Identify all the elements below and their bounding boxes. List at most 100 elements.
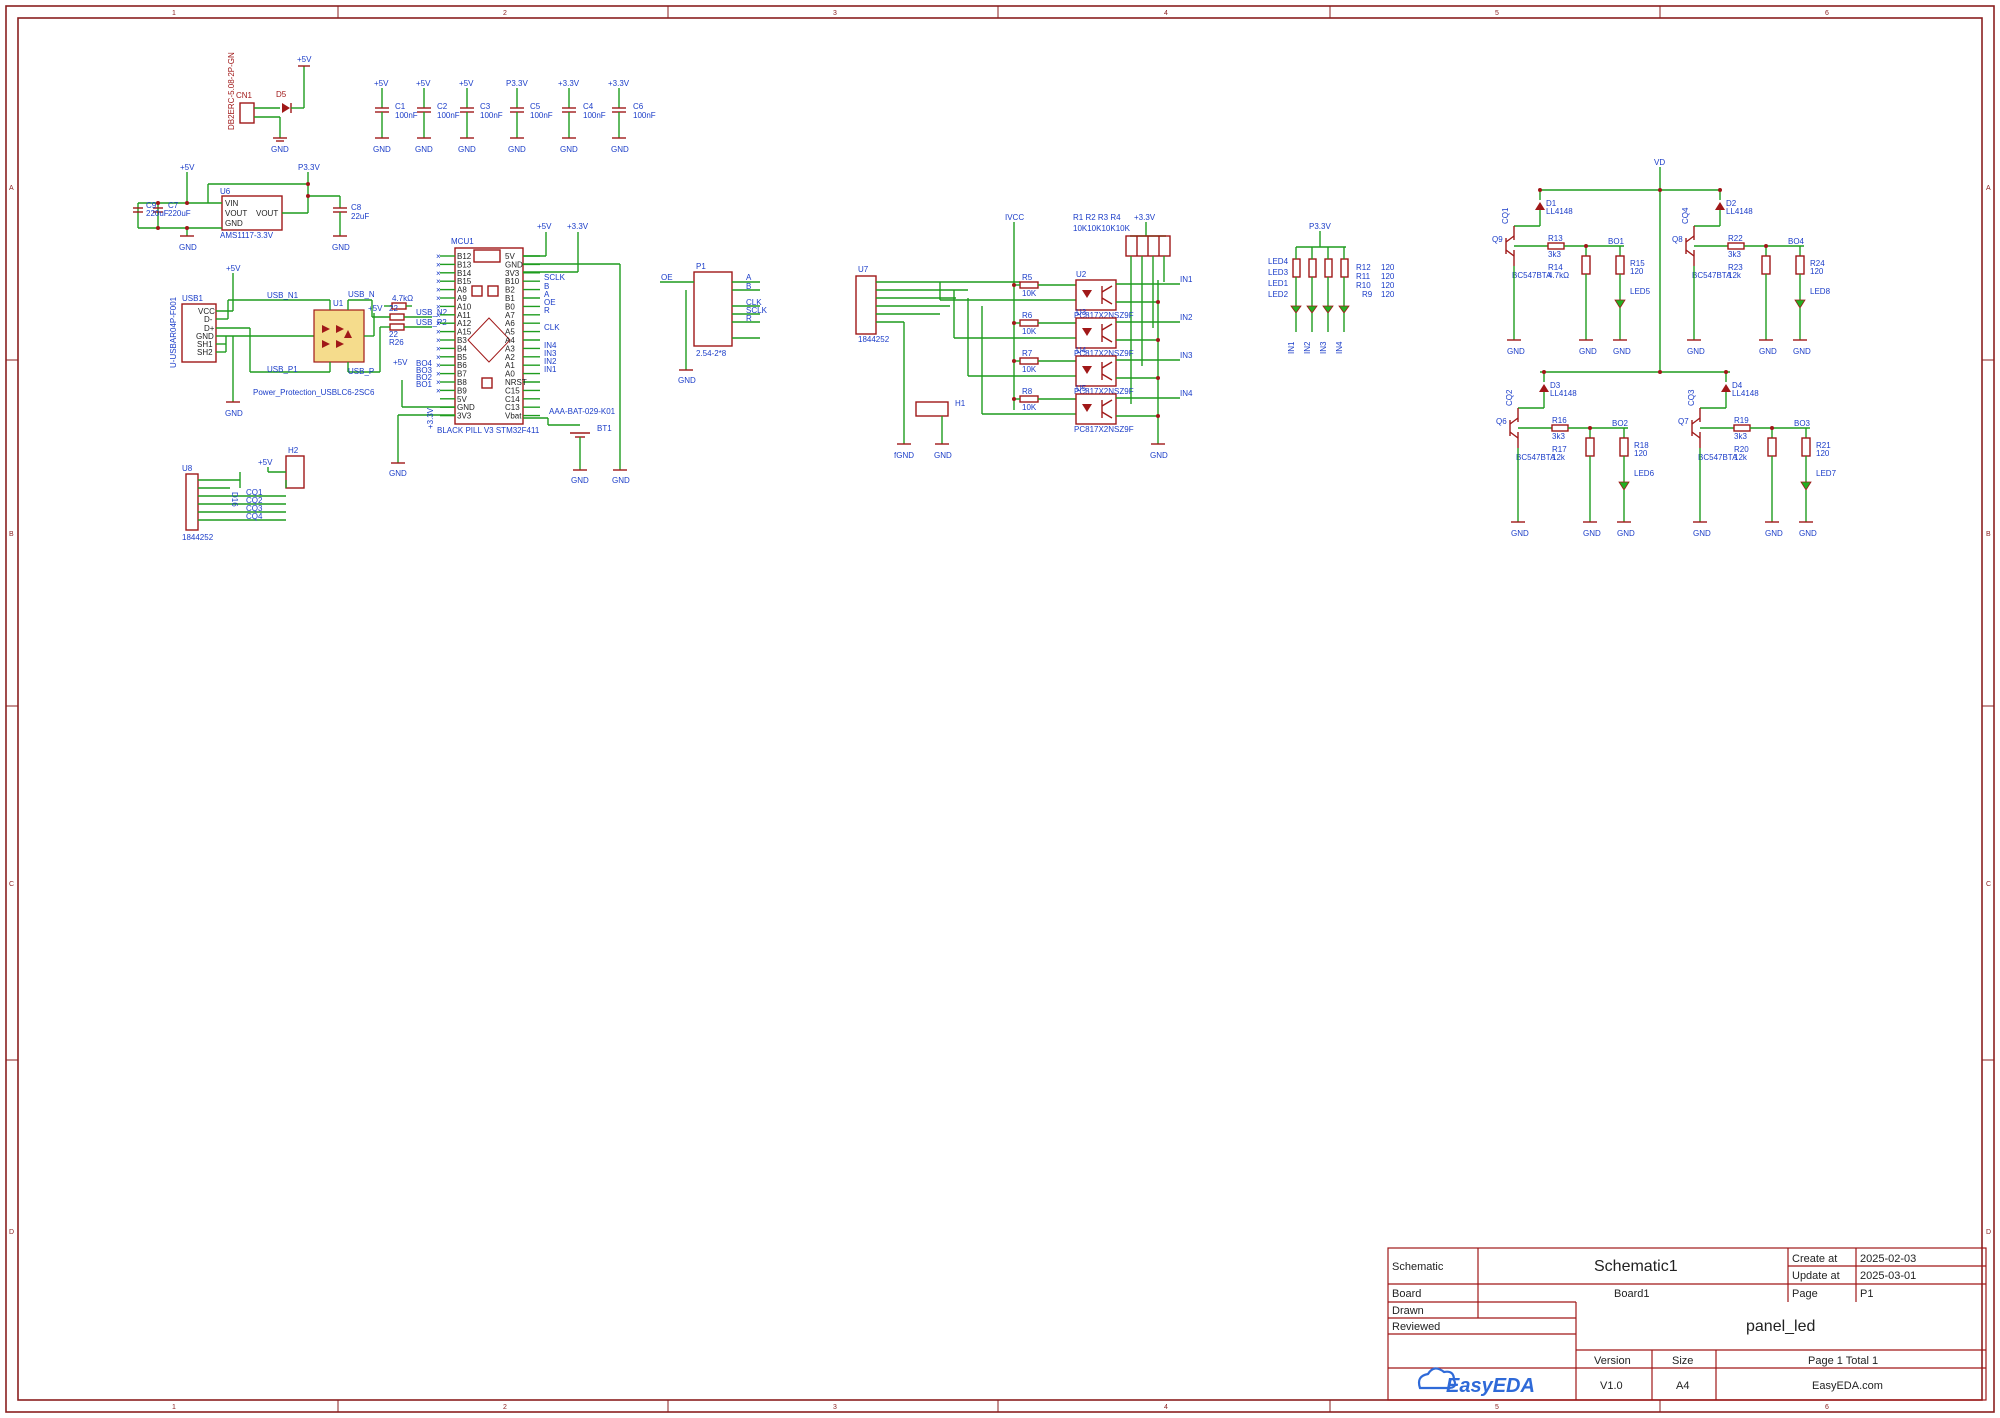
u7-ref: U7: [858, 265, 869, 274]
cq-net-3: CQ3: [1687, 389, 1696, 406]
u1-esd-chip: [313, 309, 365, 363]
c1-ref: C1: [395, 102, 406, 111]
u1-5v-label: +5V: [368, 304, 383, 313]
h2-body: [285, 455, 305, 489]
col-tick-6: 6: [1825, 10, 1829, 17]
nc-mark-left-10: ×: [436, 336, 441, 345]
rpull-ref-1: R23: [1728, 263, 1743, 272]
tb-create-date: 2025-02-03: [1860, 1253, 1916, 1265]
cn1-body: [239, 102, 255, 124]
col-tick-3: 3: [833, 10, 837, 17]
c6-gnd: GND: [611, 145, 629, 154]
r9-val: 120: [1381, 290, 1395, 299]
mcu-left-pin-15: B8: [457, 378, 467, 387]
u1-part: Power_Protection_USBLC6-2SC6: [253, 388, 375, 397]
mcu-left-pin-5: A9: [457, 294, 467, 303]
r10-val: 120: [1381, 281, 1395, 290]
cn1-5v-label: +5V: [297, 55, 312, 64]
led3-ref: LED3: [1268, 268, 1289, 277]
rbase-ref-1: R22: [1728, 234, 1743, 243]
cn1-part: DB2ERC-5.08-2P-GN: [227, 52, 236, 130]
led-gnd-0: GND: [1613, 347, 1631, 356]
rbase-val-3: 3k3: [1734, 432, 1747, 441]
diode-part-3: LL4148: [1732, 389, 1759, 398]
mcu-net-bo4: BO4: [416, 359, 433, 368]
tb-version-value: V1.0: [1600, 1380, 1623, 1392]
mcu-left-pin-16: B9: [457, 386, 467, 395]
q-ref-3: Q7: [1678, 417, 1689, 426]
r9-ref: R9: [1362, 290, 1373, 299]
easyeda-logo: EasyEDA: [1417, 1367, 1535, 1397]
p1-ref: P1: [696, 262, 706, 271]
col-tick-4-bottom: 4: [1164, 1404, 1168, 1411]
nc-mark-left-16: ×: [436, 386, 441, 395]
tb-create-label: Create at: [1792, 1253, 1837, 1265]
rbase-val-2: 3k3: [1552, 432, 1565, 441]
mcu-left-pin-13: B6: [457, 361, 467, 370]
nc-mark-left-9: ×: [436, 328, 441, 337]
opto-ref-0: U2: [1076, 270, 1087, 279]
c5-val: 100nF: [530, 111, 553, 120]
optocoupler-block: IVCC R1 R2 R3 R4 10K10K10K10K +3.3V GND …: [939, 213, 1193, 460]
mcu-right-pin-0: 5V: [505, 252, 515, 261]
opto-ref-1: U3: [1076, 308, 1087, 317]
mcu1-right-pins: 5VGND3V3B10B2B1B0A7A6A5A4A3A2A1A0NRSTC15…: [505, 252, 566, 421]
mcu-gnd-right: GND: [612, 476, 630, 485]
cap-c2: +5V C2 100nF GND: [415, 79, 460, 154]
mcu1-ref: MCU1: [451, 237, 474, 246]
usb1-dm: D-: [204, 315, 213, 324]
r27-val: 4.7kΩ: [392, 294, 413, 303]
col-tick-4: 4: [1164, 10, 1168, 17]
usb1-ref: USB1: [182, 294, 203, 303]
u1-ref: U1: [333, 299, 344, 308]
optocoupler-2: [1075, 355, 1117, 387]
led1-ref: LED1: [1268, 279, 1289, 288]
usb1-gnd-label: GND: [225, 409, 243, 418]
led-ref-0: LED5: [1630, 287, 1651, 296]
r-top-refs: R1 R2 R3 R4: [1073, 213, 1121, 222]
cq-net-1: CQ4: [1681, 207, 1690, 224]
tb-drawn-label: Drawn: [1392, 1305, 1424, 1317]
mcu-right-pin-2: 3V3: [505, 269, 520, 278]
mcu-right-pin-18: C13: [505, 403, 520, 412]
nc-mark-left-3: ×: [436, 277, 441, 286]
c6-val: 100nF: [633, 111, 656, 120]
led4-ref: LED4: [1268, 257, 1289, 266]
c3-gnd: GND: [458, 145, 476, 154]
nc-mark-left-15: ×: [436, 378, 441, 387]
border-tick-labels: 1 2 3 4 5 6 1 2 3 4 5 6 A B C D A B C D: [9, 10, 1991, 1411]
c9-val: 220uF: [146, 209, 169, 218]
tb-schematic-label: Schematic: [1392, 1261, 1444, 1273]
p1-net-r: R: [746, 314, 752, 323]
nc-mark-left-2: ×: [436, 269, 441, 278]
u7-connector-block: U7 1844252 fGND H1 GND: [855, 265, 1020, 460]
nc-mark-left-14: ×: [436, 370, 441, 379]
r12-val: 120: [1381, 263, 1395, 272]
opto-gnd: GND: [1150, 451, 1168, 460]
led-net-in4: IN4: [1335, 341, 1344, 354]
tb-board-label: Board: [1392, 1288, 1421, 1300]
diode-2: [1539, 384, 1549, 392]
row-tick-c-right: C: [1986, 881, 1991, 888]
c6-top-label: +3.3V: [608, 79, 630, 88]
u6-vout: VOUT: [225, 209, 247, 218]
vd-label: VD: [1654, 158, 1665, 167]
rpull-gnd-0: GND: [1579, 347, 1597, 356]
p1-gnd: GND: [678, 376, 696, 385]
mcu-right-pin-17: C14: [505, 395, 520, 404]
mcu-right-pin-3: B10: [505, 277, 520, 286]
u6-ref: U6: [220, 187, 231, 196]
mcu-left-pin-0: B12: [457, 252, 472, 261]
h2-ref: H2: [288, 446, 299, 455]
u6-part: AMS1117-3.3V: [220, 231, 274, 240]
nc-mark-left-1: ×: [436, 260, 441, 269]
q-gnd-1: GND: [1687, 347, 1705, 356]
mcu-right-pin-19: Vbat: [505, 412, 522, 421]
c5-gnd: GND: [508, 145, 526, 154]
led2-ref: LED2: [1268, 290, 1289, 299]
u8-cq1: CQ1: [246, 488, 263, 497]
col-tick-3-bottom: 3: [833, 1404, 837, 1411]
usb1-5v-label: +5V: [226, 264, 241, 273]
u1-diodes: [322, 325, 352, 348]
ivcc-label: IVCC: [1005, 213, 1024, 222]
